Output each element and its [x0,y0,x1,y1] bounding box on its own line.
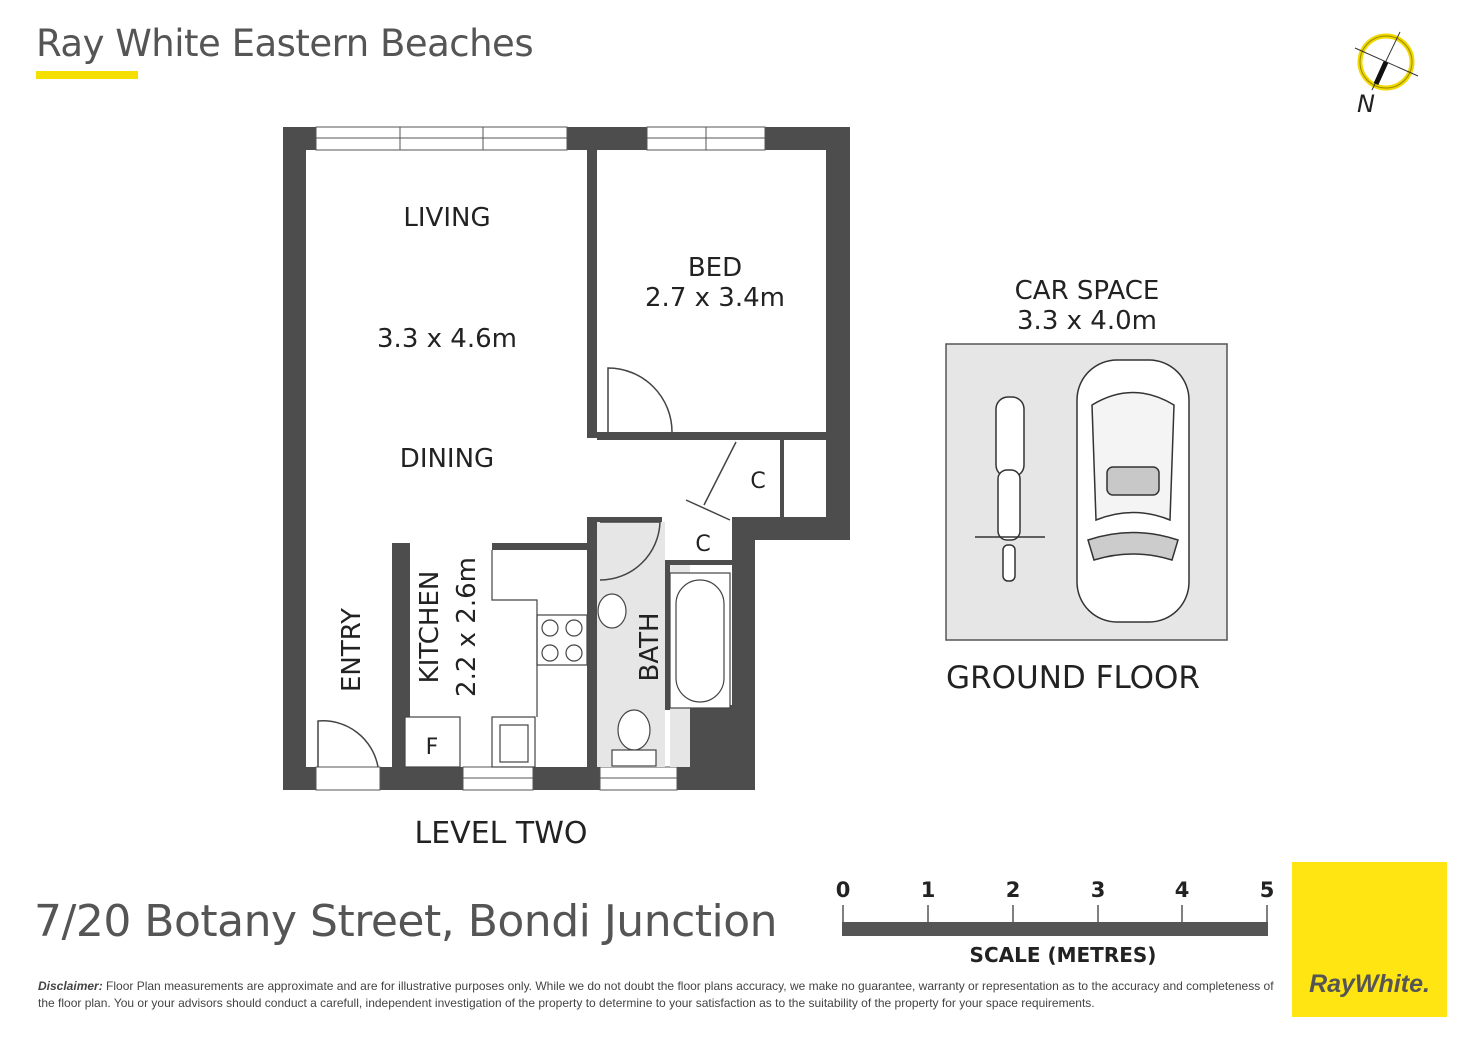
fixtures [404,550,731,768]
disclaimer: Disclaimer: Floor Plan measurements are … [38,978,1278,1012]
ground-floor-label: GROUND FLOOR [946,660,1200,696]
car-space-dims: 3.3 x 4.0m [1017,306,1157,336]
compass-label: N [1357,90,1375,118]
car-space-title: CAR SPACE [1015,276,1160,306]
room-label-living: LIVING [403,203,490,233]
scale-tick: 2 [1006,878,1021,902]
room-dims-living: 3.3 x 4.6m [377,324,517,354]
logo-text: RayWhite. [1309,970,1430,998]
room-label-closet: C [695,532,710,557]
compass-icon: N [1354,31,1419,118]
disclaimer-text: Floor Plan measurements are approximate … [38,979,1274,1010]
car-icon [1076,359,1190,623]
room-dims-kitchen: 2.2 x 2.6m [452,557,482,697]
scale-tick: 5 [1260,878,1275,902]
room-label-dining: DINING [400,444,494,474]
room-label-closet: C [750,469,765,494]
walls [283,127,850,790]
car-space [945,343,1228,641]
scale-tick: 4 [1175,878,1190,902]
room-dims-bed: 2.7 x 3.4m [645,283,785,313]
disclaimer-lead: Disclaimer: [38,979,103,993]
scale-tick: 3 [1091,878,1106,902]
fridge-label: F [426,735,439,760]
property-address: 7/20 Botany Street, Bondi Junction [34,896,778,947]
motorcycle-icon [975,396,1045,582]
room-label-bed: BED [688,253,742,283]
level-label: LEVEL TWO [415,816,588,851]
room-label-bath: BATH [635,612,665,681]
scale-label: SCALE (METRES) [970,943,1157,967]
room-label-entry: ENTRY [337,608,367,692]
agency-underline [36,71,138,79]
scale-tick: 0 [836,878,851,902]
windows [315,126,766,791]
room-label-kitchen: KITCHEN [415,571,445,684]
doors [317,367,737,768]
ray-white-logo: RayWhite. [1292,862,1447,1017]
agency-name: Ray White Eastern Beaches [36,22,534,65]
scale-tick: 1 [921,878,936,902]
scale-bar: 0 1 2 3 4 5 SCALE (METRES) [836,878,1275,967]
